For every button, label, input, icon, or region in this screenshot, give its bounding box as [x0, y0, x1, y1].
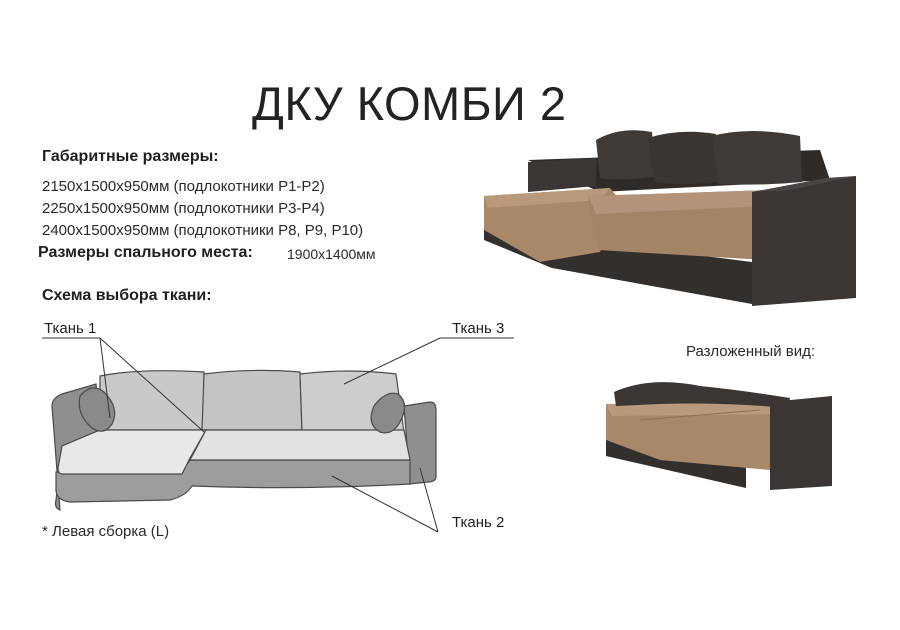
- fabric-1-label: Ткань 1: [44, 320, 97, 337]
- back-cushion-2: [648, 131, 718, 184]
- right-armrest: [752, 176, 856, 306]
- fabric-2-label: Ткань 2: [452, 514, 505, 531]
- fabric-scheme-heading: Схема выбора ткани:: [42, 287, 212, 304]
- back-cushion-1: [596, 130, 656, 180]
- back-cushion-3: [712, 131, 802, 185]
- scheme-base: [55, 459, 411, 503]
- unfolded-view-label: Разложенный вид:: [686, 343, 816, 360]
- unfolded-cushions: [614, 382, 790, 408]
- scheme-leader-lines: [42, 337, 514, 533]
- scheme-main-seat: [189, 429, 411, 461]
- dimensions-heading: Габаритные размеры:: [42, 148, 219, 165]
- fabric-3-label: Ткань 3: [452, 320, 505, 337]
- scheme-back-cushion-1: [99, 370, 205, 431]
- dimension-line-3: 2400x1500x950мм (подлокотники P8, P9, P1…: [42, 222, 364, 239]
- dimension-line-2: 2250x1500x950мм (подлокотники P3-P4): [42, 200, 325, 217]
- unfolded-armrest: [770, 396, 832, 490]
- scheme-chaise-seat: [57, 429, 208, 475]
- scheme-right-armrest: [403, 401, 437, 485]
- scheme-pillow-left: [78, 387, 116, 432]
- sleeping-area-value: 1900x1400мм: [287, 246, 376, 262]
- scheme-pillow-right: [370, 392, 406, 434]
- left-armrest: [528, 158, 596, 192]
- dimension-line-1: 2150x1500x950мм (подлокотники P1-P2): [42, 178, 325, 195]
- left-assembly-note: * Левая сборка (L): [42, 523, 170, 540]
- chaise-seat: [484, 188, 620, 262]
- scheme-back-cushion-2: [201, 369, 303, 431]
- sleeping-area-label: Размеры спального места:: [38, 244, 253, 261]
- product-title: ДКУ КОМБИ 2: [252, 77, 567, 130]
